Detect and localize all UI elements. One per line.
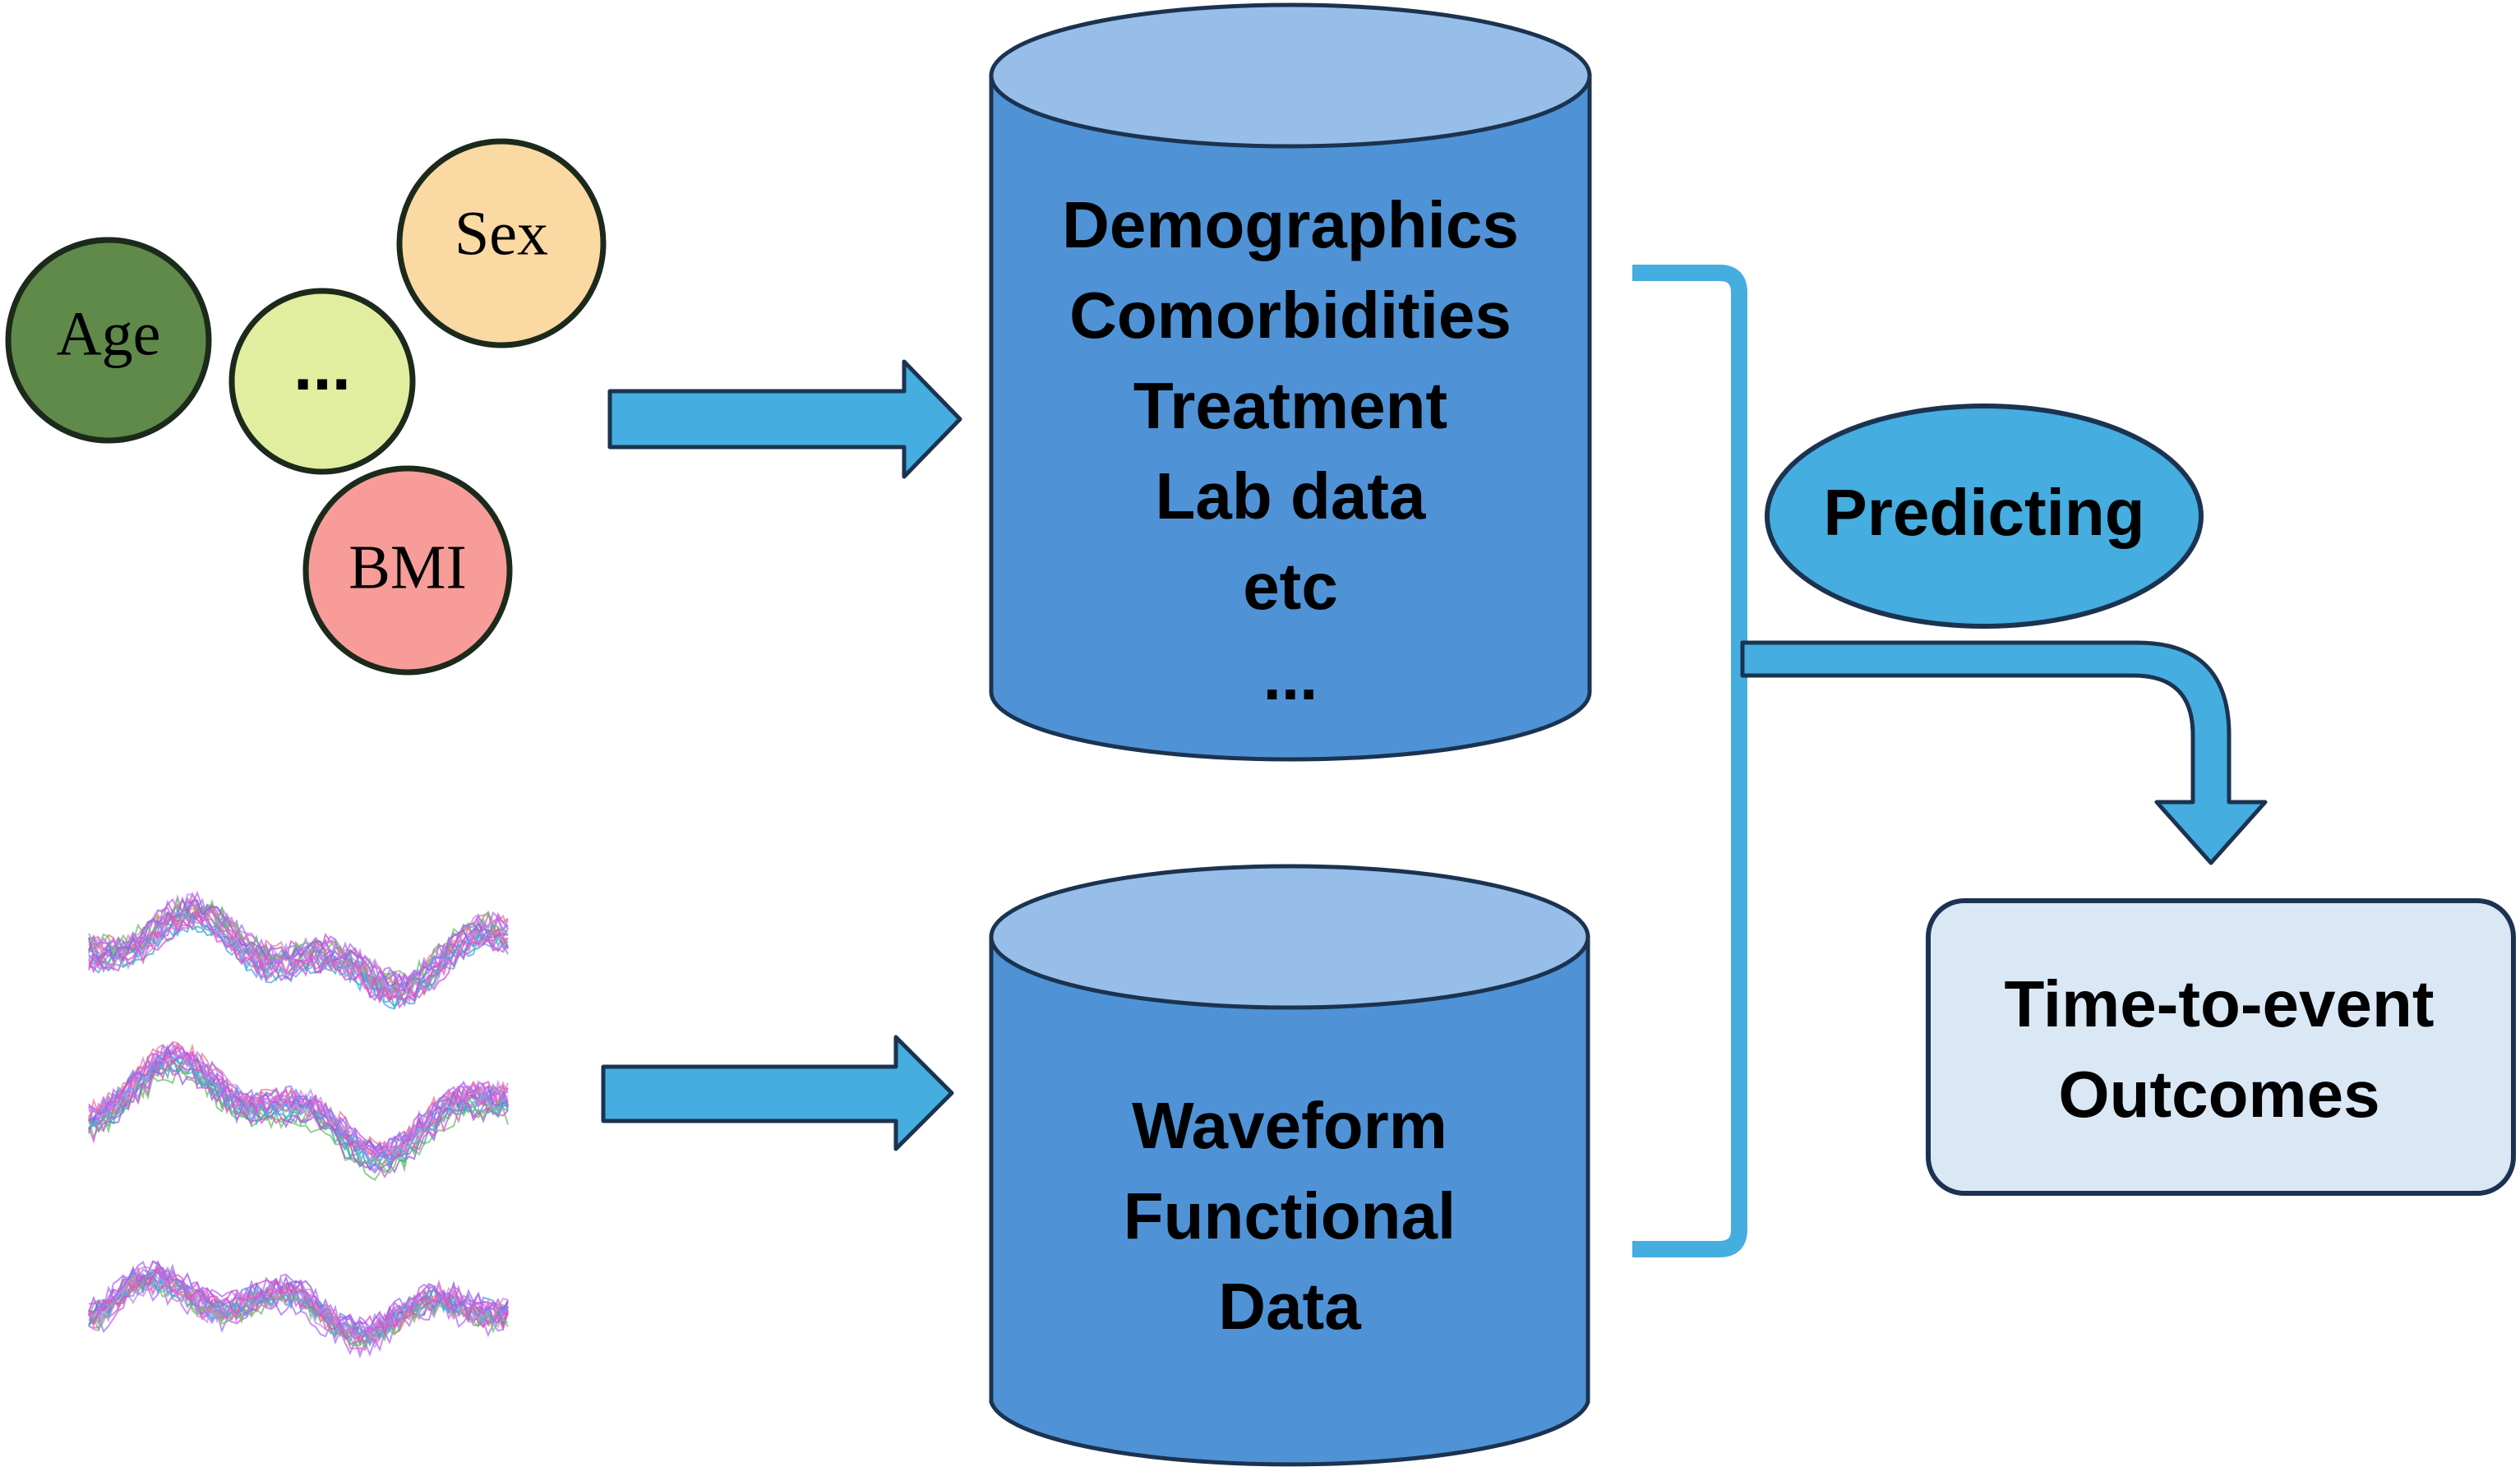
input-arrow-bottom	[601, 1035, 954, 1151]
waveform-trace	[88, 909, 509, 1007]
ellipsis-label: ...	[293, 327, 351, 404]
db-top-line-6: ...	[1263, 640, 1318, 713]
ellipsis-circle	[228, 288, 416, 475]
waveform-trace	[88, 1054, 509, 1174]
waveform-trace	[88, 914, 509, 1008]
waveform-trace	[88, 1067, 509, 1181]
combine-bracket	[1632, 265, 1747, 1257]
outcome-line-2: Outcomes	[2058, 1058, 2379, 1131]
sex-circle	[396, 138, 607, 348]
age-circle	[5, 237, 212, 444]
waveform-bundle-3	[88, 1259, 509, 1359]
predict-arrow	[1740, 640, 2268, 865]
waveform-trace	[88, 1041, 509, 1158]
db-top-line-1: Demographics	[1062, 188, 1519, 261]
sex-label: Sex	[455, 199, 548, 268]
waveform-trace	[88, 1051, 509, 1155]
db-bottom-line-1: Waveform	[1132, 1089, 1447, 1162]
waveform-bundle-2	[88, 1040, 509, 1181]
predicting-node: Predicting	[1765, 404, 2204, 629]
predicting-label: Predicting	[1823, 476, 2144, 549]
waveform-trace	[88, 1265, 509, 1345]
waveform-trace	[88, 1272, 509, 1348]
waveform-trace	[88, 915, 509, 1005]
age-label: Age	[57, 299, 161, 368]
waveform-trace	[88, 890, 509, 990]
db-top-line-2: Comorbidities	[1069, 279, 1512, 352]
db-top-line-5: etc	[1243, 550, 1338, 623]
input-arrow-top	[607, 359, 962, 479]
bmi-circle	[302, 465, 513, 676]
db-bottom-line-3: Data	[1218, 1270, 1361, 1343]
waveform-bundle-1	[88, 890, 509, 1010]
waveform-trace	[88, 912, 509, 1003]
database-top: Demographics Comorbidities Treatment Lab…	[989, 2, 1592, 762]
waveform-trace	[88, 1266, 509, 1340]
waveform-trace	[88, 1060, 509, 1178]
waveform-trace	[88, 911, 509, 1009]
db-top-line-4: Lab data	[1156, 459, 1426, 533]
outcome-box: Time-to-event Outcomes	[1926, 898, 2516, 1196]
outcome-line-1: Time-to-event	[2004, 967, 2434, 1040]
database-bottom: Waveform Functional Data	[989, 864, 1590, 1467]
db-top-line-3: Treatment	[1133, 369, 1447, 442]
db-bottom-line-2: Functional	[1124, 1179, 1456, 1252]
waveform-plots	[88, 890, 509, 1359]
bmi-label: BMI	[348, 533, 467, 602]
variable-circles: Age ... Sex BMI	[5, 138, 607, 676]
waveform-trace	[88, 1259, 509, 1332]
waveform-trace	[88, 1057, 509, 1174]
